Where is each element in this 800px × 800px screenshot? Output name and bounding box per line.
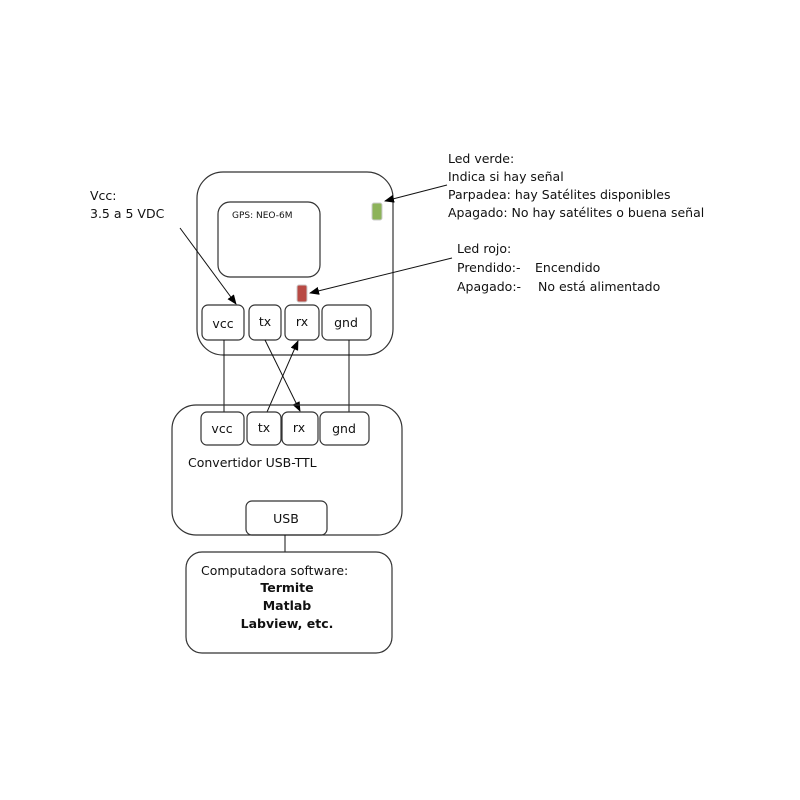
svg-text:Encendido: Encendido (535, 260, 600, 275)
usb-port: USB (245, 500, 328, 536)
gps-label: GPS: NEO-6M (232, 211, 293, 221)
red-led-icon (296, 284, 308, 303)
svg-text:Indica si hay señal: Indica si hay señal (448, 169, 564, 184)
conv-pin-tx: tx (246, 411, 282, 446)
svg-text:Termite: Termite (260, 580, 313, 595)
usb-ttl-converter: vcc tx rx gnd Convertidor USB-TTL USB (171, 404, 403, 536)
svg-text:Led verde:: Led verde: (448, 151, 514, 166)
vcc-note-title: Vcc: (90, 188, 117, 203)
svg-text:tx: tx (259, 314, 271, 329)
green-led-icon (371, 202, 383, 221)
svg-text:Prendido:-: Prendido:- (457, 260, 521, 275)
svg-text:No está alimentado: No está alimentado (538, 279, 660, 294)
led-rojo-note: Led rojo: Prendido:- Encendido Apagado:-… (457, 241, 660, 294)
computer: Computadora software: Termite Matlab Lab… (185, 551, 393, 654)
converter-label: Convertidor USB-TTL (188, 455, 317, 470)
gps-pin-rx: rx (284, 304, 320, 341)
red-led-arrow (309, 257, 453, 295)
svg-text:tx: tx (258, 420, 270, 435)
svg-text:gnd: gnd (332, 421, 356, 436)
gps-pin-gnd: gnd (321, 304, 372, 341)
gps-pin-vcc: vcc (201, 304, 245, 341)
conv-pin-rx: rx (281, 411, 319, 446)
svg-text:Computadora software:: Computadora software: (201, 563, 348, 578)
gps-module: GPS: NEO-6M vcc tx rx gnd (196, 171, 394, 356)
svg-text:Led rojo:: Led rojo: (457, 241, 511, 256)
gps-pin-tx: tx (248, 304, 282, 341)
gps-screen (217, 201, 321, 278)
svg-text:Labview, etc.: Labview, etc. (241, 616, 334, 631)
led-verde-note: Led verde: Indica si hay señal Parpadea:… (448, 151, 704, 220)
rx-to-tx-wire (266, 340, 299, 413)
vcc-arrow (179, 227, 237, 305)
vcc-note-range: 3.5 a 5 VDC (90, 206, 165, 221)
svg-text:vcc: vcc (211, 421, 232, 436)
svg-text:rx: rx (293, 420, 305, 435)
svg-text:USB: USB (273, 511, 299, 526)
svg-text:Apagado: No hay satélites o bu: Apagado: No hay satélites o buena señal (448, 205, 704, 220)
svg-text:vcc: vcc (212, 316, 233, 331)
conv-pin-gnd: gnd (319, 411, 370, 446)
svg-text:Matlab: Matlab (263, 598, 312, 613)
conv-pin-vcc: vcc (200, 411, 245, 446)
svg-text:rx: rx (296, 314, 308, 329)
svg-text:Apagado:-: Apagado:- (457, 279, 521, 294)
svg-text:gnd: gnd (334, 315, 358, 330)
svg-text:Parpadea: hay Satélites dispon: Parpadea: hay Satélites disponibles (448, 187, 671, 202)
green-led-arrow (384, 184, 448, 203)
